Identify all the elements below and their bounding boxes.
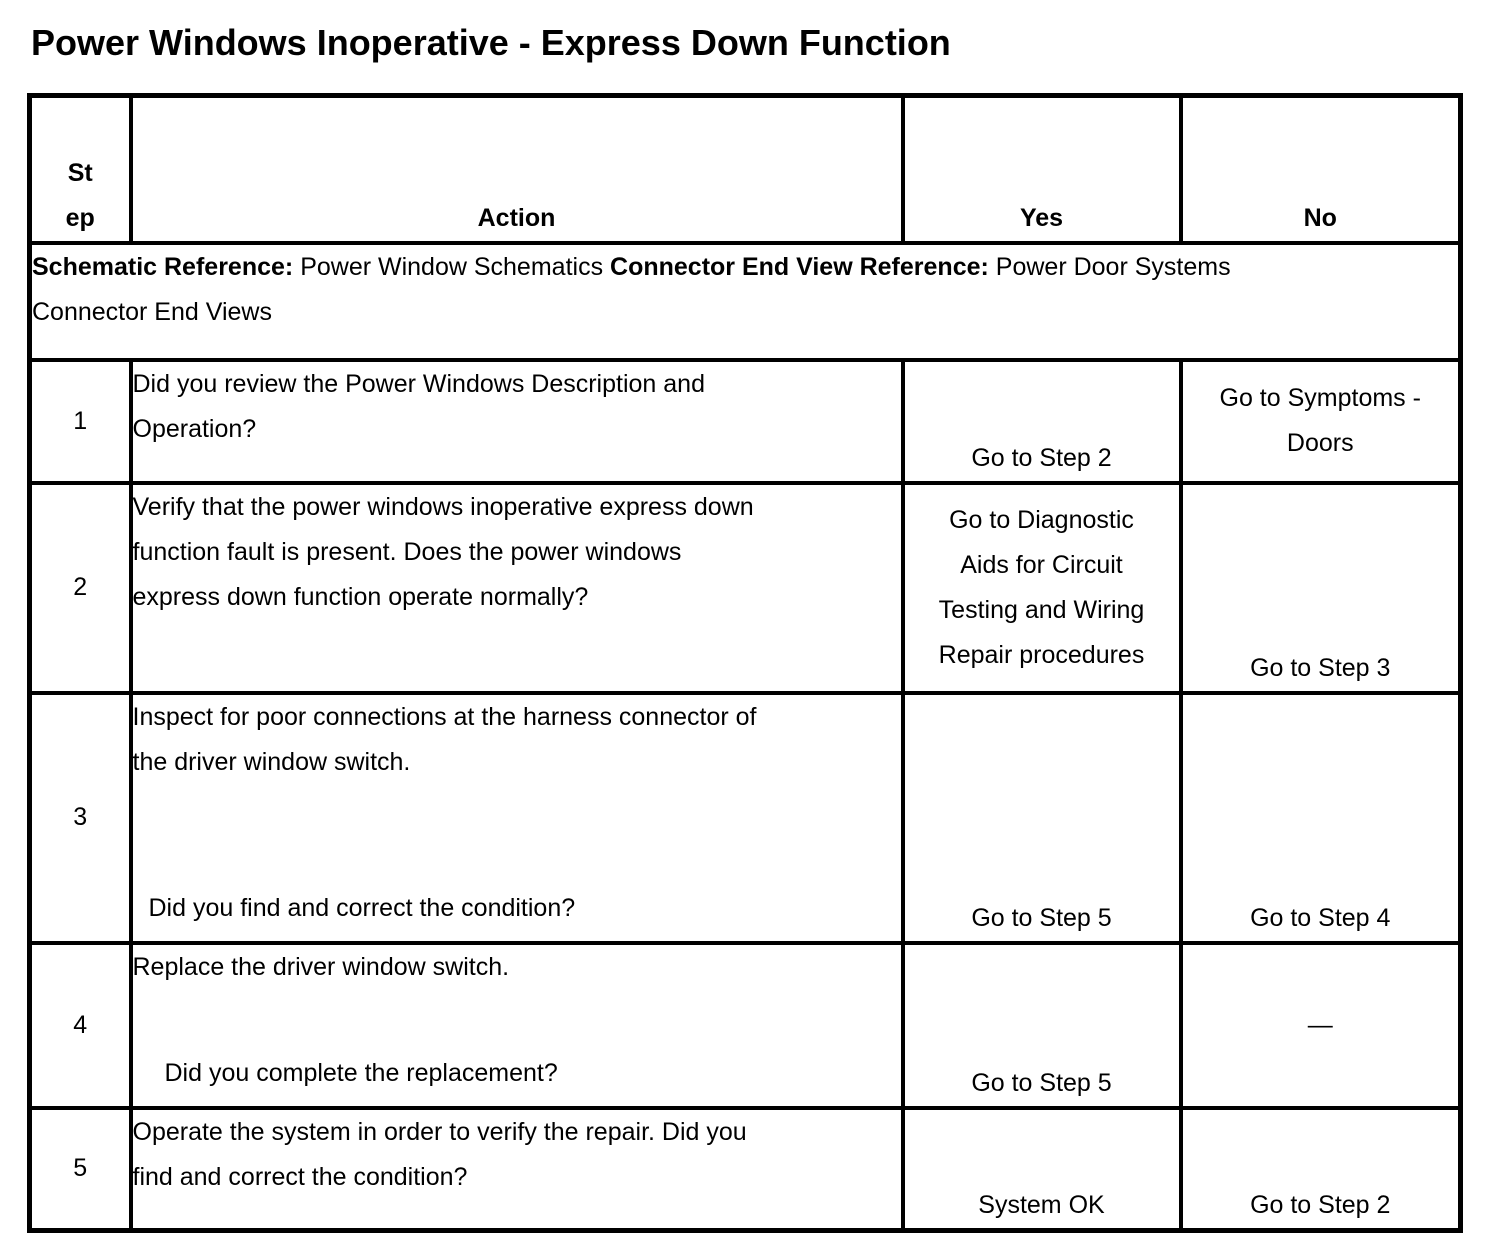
header-step: St ep	[27, 93, 133, 245]
action-text: Did you review the Power Windows Descrip…	[132, 369, 705, 443]
connector-reference-value: Power Door Systems Connector End Views	[32, 252, 1231, 326]
table-header-row: St ep Action Yes No	[27, 93, 1463, 245]
table-row-step-5: 5 Operate the system in order to verify …	[27, 1105, 1463, 1233]
yes-cell: Go to Step 5	[900, 690, 1183, 945]
table-row-step-1: 1 Did you review the Power Windows Descr…	[27, 357, 1463, 485]
reference-row: Schematic Reference: Power Window Schema…	[27, 240, 1463, 362]
action-question-text: Did you complete the replacement?	[164, 1058, 558, 1087]
action-cell: Verify that the power windows inoperativ…	[128, 480, 905, 695]
schematic-reference-value: Power Window Schematics	[300, 252, 604, 281]
header-no: No	[1178, 93, 1463, 245]
header-yes: Yes	[900, 93, 1183, 245]
table-row-step-3: 3 Inspect for poor connections at the ha…	[27, 690, 1463, 945]
no-cell: Go to Step 4	[1178, 690, 1463, 945]
reference-cell: Schematic Reference: Power Window Schema…	[27, 240, 1463, 362]
diagnostic-table: St ep Action Yes No Schematic Reference:…	[27, 93, 1463, 1233]
action-cell: Inspect for poor connections at the harn…	[128, 690, 905, 945]
yes-cell: Go to Step 2	[900, 357, 1183, 485]
yes-cell: System OK	[900, 1105, 1183, 1233]
action-cell: Operate the system in order to verify th…	[128, 1105, 905, 1233]
action-cell: Replace the driver window switch. Did yo…	[128, 940, 905, 1110]
no-cell: Go to Symptoms - Doors	[1178, 357, 1463, 485]
step-number-cell: 4	[27, 940, 133, 1110]
table-row-step-2: 2 Verify that the power windows inoperat…	[27, 480, 1463, 695]
step-number-cell: 3	[27, 690, 133, 945]
page-title: Power Windows Inoperative - Express Down…	[31, 22, 951, 63]
step-number-cell: 5	[27, 1105, 133, 1233]
action-text: Verify that the power windows inoperativ…	[132, 492, 754, 611]
no-cell: —	[1178, 940, 1463, 1110]
step-number-cell: 2	[27, 480, 133, 695]
action-cell: Did you review the Power Windows Descrip…	[128, 357, 905, 485]
header-action: Action	[128, 93, 905, 245]
yes-cell: Go to Step 5	[900, 940, 1183, 1110]
action-text: Operate the system in order to verify th…	[132, 1117, 747, 1191]
action-text: Inspect for poor connections at the harn…	[132, 702, 757, 776]
connector-reference-label: Connector End View Reference:	[610, 252, 989, 281]
yes-cell: Go to Diagnostic Aids for Circuit Testin…	[900, 480, 1183, 695]
schematic-reference-label: Schematic Reference:	[32, 252, 294, 281]
no-cell: Go to Step 3	[1178, 480, 1463, 695]
table-row-step-4: 4 Replace the driver window switch. Did …	[27, 940, 1463, 1110]
action-text: Replace the driver window switch.	[132, 952, 510, 981]
step-number-cell: 1	[27, 357, 133, 485]
no-cell: Go to Step 2	[1178, 1105, 1463, 1233]
action-question-text: Did you find and correct the condition?	[148, 893, 576, 922]
